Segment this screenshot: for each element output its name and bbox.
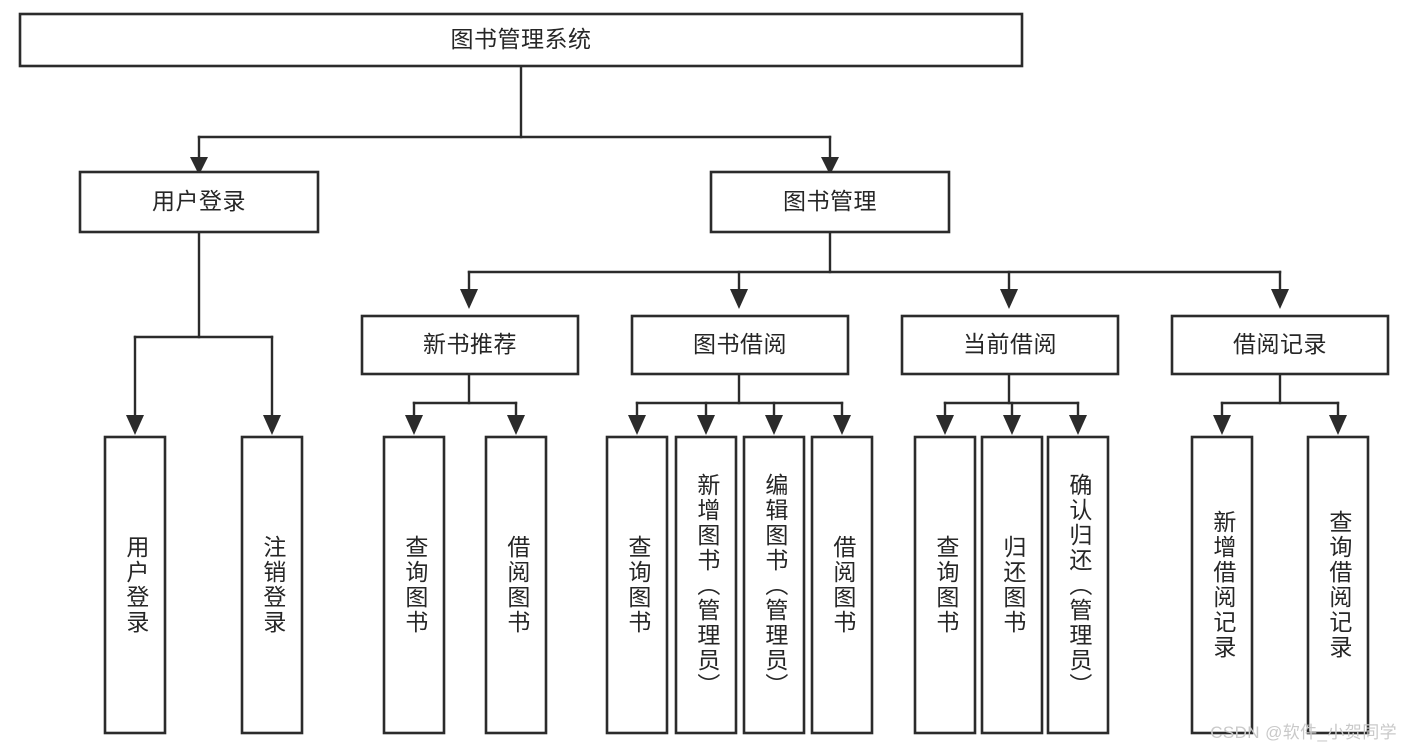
leaf-box (240, 435, 304, 735)
connector-new-book-to-leaves (405, 372, 525, 435)
node-borrow-record (1170, 314, 1390, 376)
leaf-box (674, 435, 738, 735)
leaf-box (103, 435, 167, 735)
node-root (18, 12, 1024, 68)
connector-book-manage-to-level3 (460, 230, 1289, 309)
leaf-box (382, 435, 446, 735)
leaf-box (1306, 435, 1370, 735)
leaf-box (484, 435, 548, 735)
node-book-borrow (630, 314, 850, 376)
node-book-manage (709, 170, 951, 234)
connector-borrow-record-to-leaves (1213, 372, 1347, 435)
leaf-box (980, 435, 1044, 735)
leaf-box (1046, 435, 1110, 735)
node-user-login (78, 170, 320, 234)
connector-root-to-level2 (190, 64, 839, 175)
leaf-box (742, 435, 806, 735)
connector-current-borrow-to-leaves (936, 372, 1087, 435)
csdn-watermark: CSDN @软件_小贺同学 (1210, 723, 1397, 742)
node-current-borrow (900, 314, 1120, 376)
connector-user-login-to-leaves (126, 230, 281, 435)
leaf-box (913, 435, 977, 735)
connector-book-borrow-to-leaves (628, 372, 851, 435)
node-new-book-recommend (360, 314, 580, 376)
leaf-box (1190, 435, 1254, 735)
leaf-box (605, 435, 669, 735)
leaf-box (810, 435, 874, 735)
